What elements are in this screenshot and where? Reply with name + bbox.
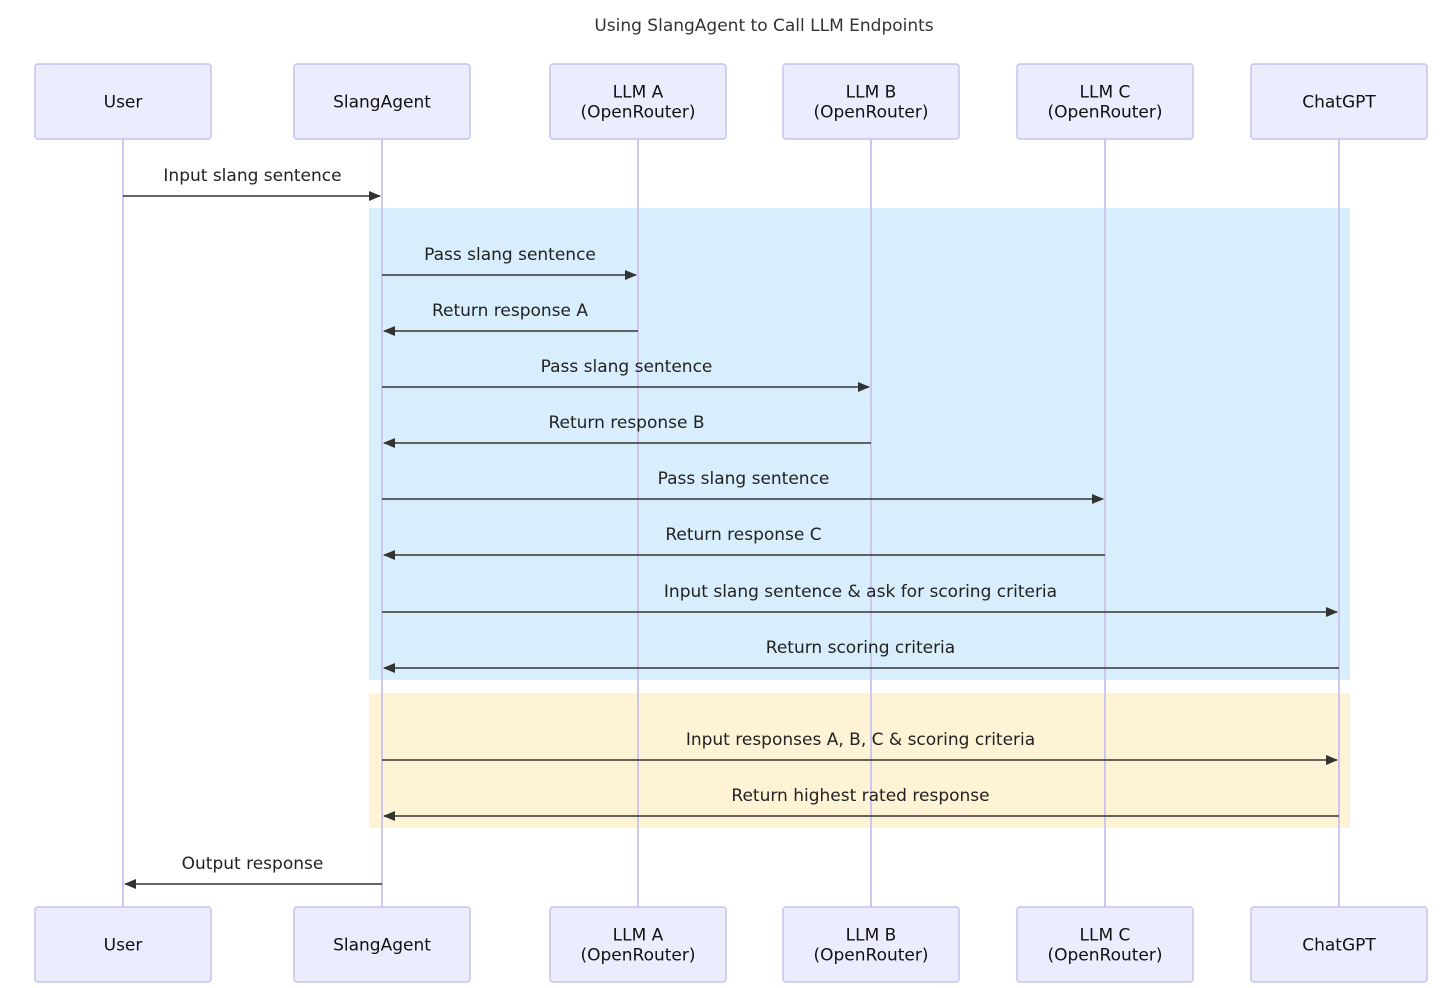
message-2: Pass slang sentence (382, 245, 637, 280)
participant-slangagent-bottom[interactable]: SlangAgent (293, 906, 471, 983)
participant-llm_c-top[interactable]: LLM C(OpenRouter) (1016, 63, 1194, 140)
message-10: Input responses A, B, C & scoring criter… (382, 730, 1338, 765)
message-label: Return response A (432, 301, 588, 321)
participant-llm_b-bottom[interactable]: LLM B(OpenRouter) (782, 906, 960, 983)
message-1: Input slang sentence (123, 166, 381, 201)
message-label: Input responses A, B, C & scoring criter… (686, 730, 1035, 750)
participant-label: LLM C (1080, 926, 1131, 946)
participant-label: User (104, 93, 143, 113)
participant-llm_c-bottom[interactable]: LLM C(OpenRouter) (1016, 906, 1194, 983)
participant-label: (OpenRouter) (1047, 103, 1162, 123)
message-7: Return response C (383, 525, 1105, 560)
participant-label: LLM B (846, 83, 897, 103)
message-label: Return response B (548, 413, 704, 433)
participant-llm_a-top[interactable]: LLM A(OpenRouter) (549, 63, 727, 140)
participant-label: (OpenRouter) (580, 946, 695, 966)
message-12: Output response (124, 854, 382, 889)
message-label: Output response (182, 854, 324, 874)
participant-label: (OpenRouter) (813, 946, 928, 966)
message-label: Return scoring criteria (766, 638, 955, 658)
participant-llm_b-top[interactable]: LLM B(OpenRouter) (782, 63, 960, 140)
message-4: Pass slang sentence (382, 357, 870, 392)
message-8: Input slang sentence & ask for scoring c… (382, 582, 1338, 617)
message-label: Pass slang sentence (541, 357, 713, 377)
region-blue-region (369, 208, 1350, 680)
participant-label: LLM C (1080, 83, 1131, 103)
message-label: Return highest rated response (731, 786, 989, 806)
diagram-title: Using SlangAgent to Call LLM Endpoints (594, 16, 934, 36)
message-label: Pass slang sentence (424, 245, 596, 265)
participant-chatgpt-top[interactable]: ChatGPT (1250, 63, 1428, 140)
participant-user-bottom[interactable]: User (34, 906, 212, 983)
message-label: Input slang sentence & ask for scoring c… (664, 582, 1057, 602)
participant-label: ChatGPT (1302, 93, 1376, 113)
message-3: Return response A (383, 301, 638, 336)
participant-user-top[interactable]: User (34, 63, 212, 140)
message-5: Return response B (383, 413, 871, 448)
message-label: Input slang sentence (163, 166, 341, 186)
participant-chatgpt-bottom[interactable]: ChatGPT (1250, 906, 1428, 983)
message-label: Return response C (665, 525, 821, 545)
message-label: Pass slang sentence (658, 469, 830, 489)
participant-label: (OpenRouter) (1047, 946, 1162, 966)
participant-label: LLM A (613, 926, 664, 946)
participant-label: SlangAgent (333, 936, 431, 956)
message-11: Return highest rated response (383, 786, 1339, 821)
participant-label: LLM A (613, 83, 664, 103)
message-9: Return scoring criteria (383, 638, 1339, 673)
participant-slangagent-top[interactable]: SlangAgent (293, 63, 471, 140)
participant-label: SlangAgent (333, 93, 431, 113)
participant-label: ChatGPT (1302, 936, 1376, 956)
participant-label: LLM B (846, 926, 897, 946)
participant-label: (OpenRouter) (580, 103, 695, 123)
message-6: Pass slang sentence (382, 469, 1104, 504)
participant-label: User (104, 936, 143, 956)
participant-llm_a-bottom[interactable]: LLM A(OpenRouter) (549, 906, 727, 983)
participant-label: (OpenRouter) (813, 103, 928, 123)
